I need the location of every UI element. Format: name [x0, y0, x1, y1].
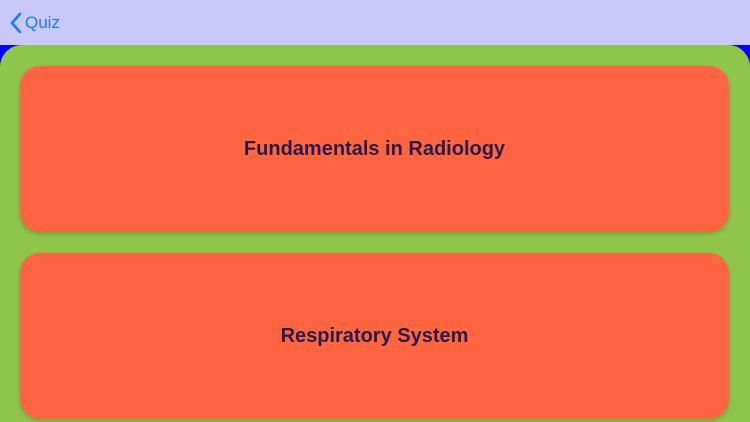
- navigation-bar: Quiz: [0, 0, 750, 45]
- topic-list: Fundamentals in Radiology Respiratory Sy…: [0, 45, 750, 422]
- topic-card-fundamentals-in-radiology[interactable]: Fundamentals in Radiology: [20, 66, 729, 232]
- back-button-label: Quiz: [25, 12, 60, 32]
- topic-card-title: Fundamentals in Radiology: [243, 137, 506, 160]
- topic-card-respiratory-system[interactable]: Respiratory System: [20, 253, 729, 419]
- topic-card-title: Respiratory System: [280, 324, 469, 347]
- back-button[interactable]: Quiz: [10, 12, 60, 34]
- chevron-left-icon: [10, 12, 25, 34]
